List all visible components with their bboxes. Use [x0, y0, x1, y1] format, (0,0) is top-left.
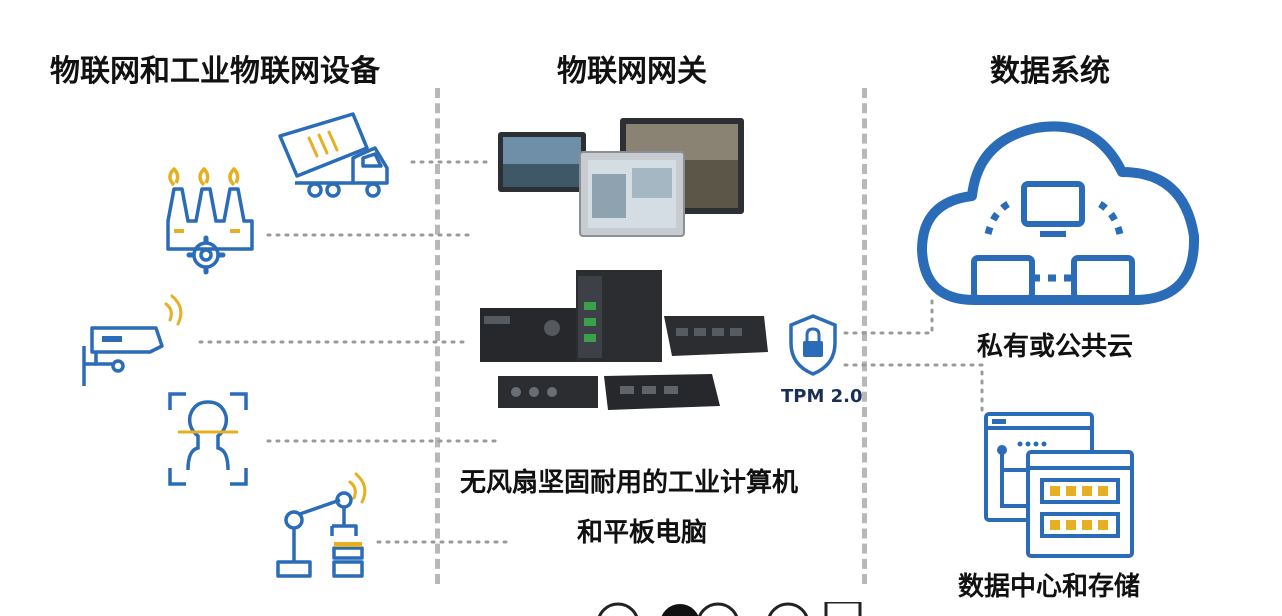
computer-tower	[576, 270, 662, 362]
footer-circle-icon-1	[598, 602, 638, 616]
footer-box-icon	[824, 602, 862, 616]
computer-box-bottom-left	[498, 376, 598, 408]
footer-circle-icon-3	[698, 602, 738, 616]
panel-pc-left	[498, 132, 586, 192]
divider-right	[862, 88, 867, 584]
footer-circle-icon-2	[661, 604, 699, 616]
shield-lock-icon	[789, 314, 837, 376]
connector-datacenter	[843, 363, 984, 412]
computer-box-left	[480, 308, 576, 362]
divider-left	[435, 88, 440, 584]
panel-pc-front	[579, 151, 685, 237]
datacenter-label: 数据中心和存储	[958, 572, 1141, 602]
face-scan-icon	[168, 392, 248, 486]
factory-icon	[166, 167, 254, 275]
security-camera-icon	[82, 294, 183, 386]
connector-cloud	[843, 296, 934, 335]
devices-heading: 物联网和工业物联网设备	[50, 54, 380, 89]
data-systems-heading: 数据系统	[990, 54, 1110, 89]
tpm-label: TPM 2.0	[781, 386, 863, 407]
cloud-label: 私有或公共云	[977, 332, 1134, 362]
gateway-heading: 物联网网关	[557, 54, 707, 89]
tablets-label: 和平板电脑	[577, 518, 708, 548]
footer-icons	[598, 602, 862, 616]
server-rack-icon	[984, 412, 1134, 558]
robot-arm-icon	[276, 472, 367, 578]
panel-pc-image	[498, 118, 744, 237]
dump-truck-icon	[278, 112, 389, 198]
rugged-computers-label: 无风扇坚固耐用的工业计算机	[460, 468, 799, 498]
rugged-computers-image	[480, 270, 768, 410]
cloud-icon	[917, 121, 1200, 305]
computer-box-bottom-right	[604, 374, 720, 410]
computer-box-right	[664, 316, 768, 356]
footer-circle-icon-4	[768, 602, 808, 616]
